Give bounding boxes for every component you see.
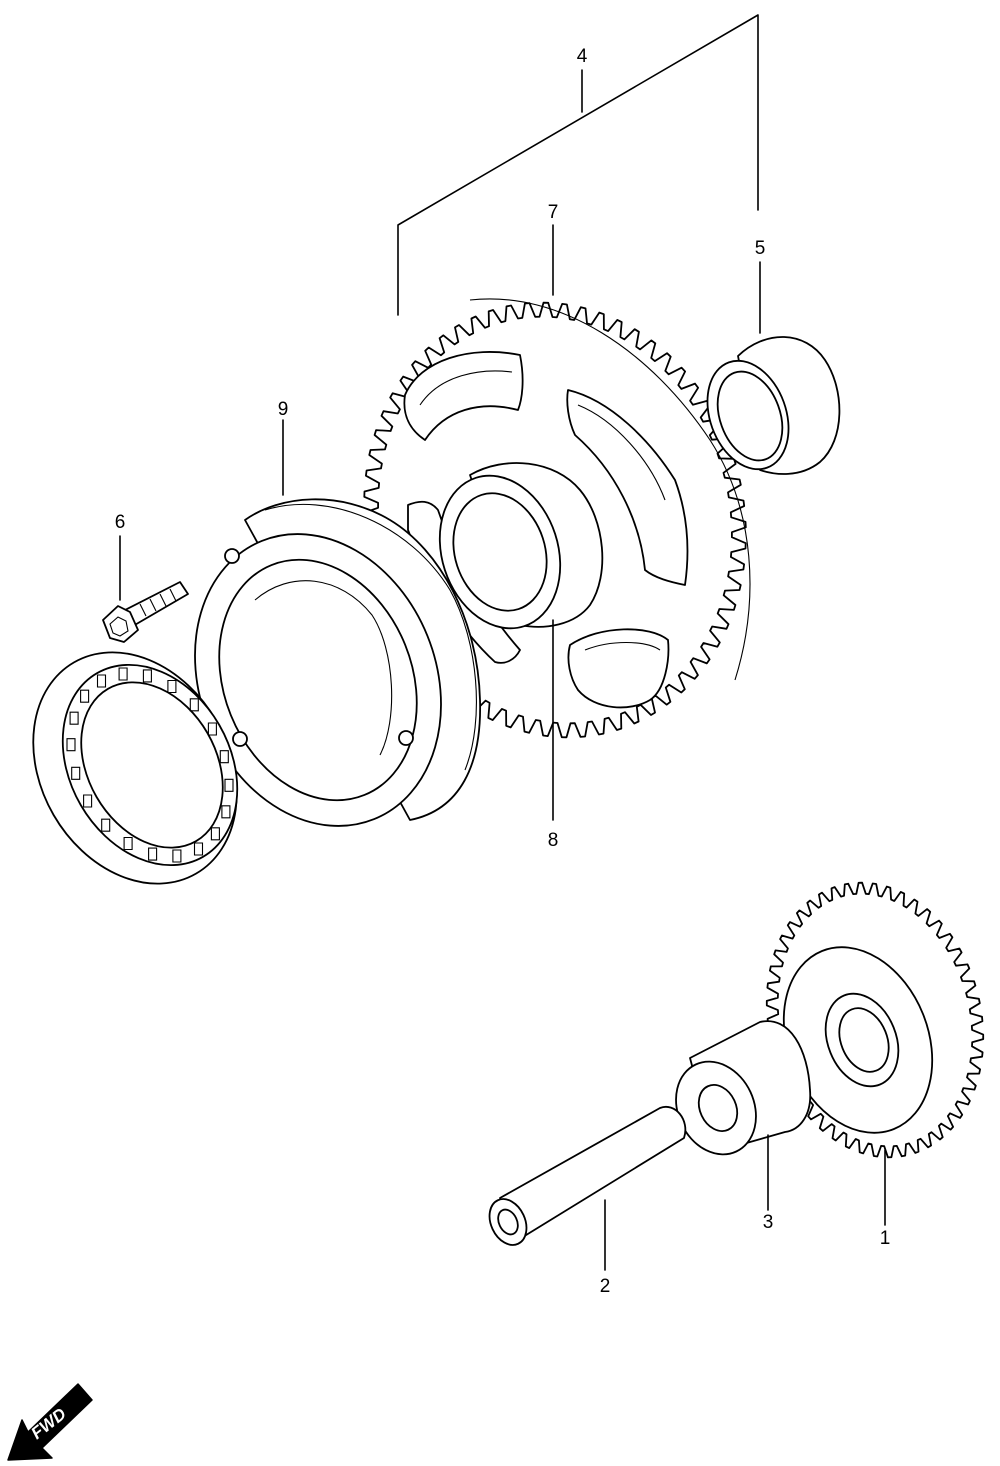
callout-2: 2 bbox=[600, 1276, 611, 1297]
spacer-bushing bbox=[675, 1020, 812, 1156]
callout-1: 1 bbox=[880, 1228, 891, 1249]
callout-9: 9 bbox=[278, 399, 289, 420]
socket-bolt bbox=[102, 581, 189, 643]
reduction-gear bbox=[765, 881, 985, 1159]
clutch-outer-housing bbox=[194, 498, 481, 827]
leader-lines bbox=[119, 14, 886, 1271]
callout-6: 6 bbox=[115, 512, 126, 533]
callout-labels: 1 2 3 4 5 6 7 8 9 bbox=[115, 46, 891, 1297]
callout-7: 7 bbox=[548, 202, 559, 223]
callout-8: 8 bbox=[548, 830, 559, 851]
needle-bearing bbox=[706, 336, 841, 475]
clutch-hub-bushing bbox=[438, 462, 604, 630]
sprag-clutch bbox=[32, 651, 239, 885]
fwd-direction-badge: FWD bbox=[7, 1383, 93, 1461]
callout-5: 5 bbox=[755, 238, 766, 259]
shaft bbox=[488, 1105, 687, 1246]
callout-4: 4 bbox=[577, 46, 588, 67]
callout-3: 3 bbox=[763, 1212, 774, 1233]
fwd-arrow-icon bbox=[7, 1383, 93, 1461]
